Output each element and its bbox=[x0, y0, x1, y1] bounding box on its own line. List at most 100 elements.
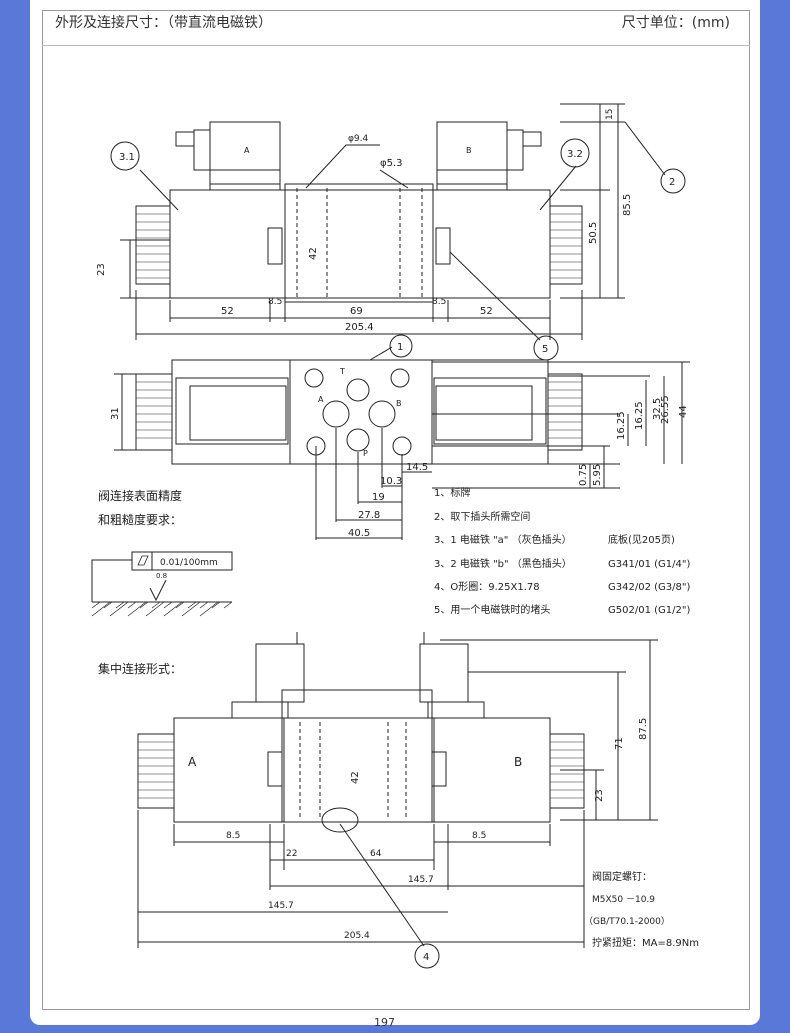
callout-4-label: 4 bbox=[423, 952, 429, 963]
page-number: 197 bbox=[374, 1016, 395, 1029]
plan-center-block bbox=[289, 359, 433, 465]
port-t-label: T bbox=[339, 367, 345, 376]
plug-b-outline bbox=[436, 121, 508, 185]
dim-64: 64 bbox=[370, 849, 382, 859]
bottom-body-outline bbox=[173, 717, 551, 823]
callout-3-2-label: 3.2 bbox=[567, 149, 583, 160]
dim-42-bottom: 42 bbox=[350, 771, 361, 784]
note-1: 1、标牌 bbox=[434, 486, 470, 499]
note-4-code: G341/01 (G1/4") bbox=[608, 559, 690, 570]
surface-spec-title-1: 阀连接表面精度 bbox=[98, 488, 182, 503]
dim-5-95: 5.95 bbox=[592, 464, 603, 486]
bolt-standard: （GB/T70.1-2000） bbox=[584, 916, 670, 927]
port-b bbox=[368, 400, 396, 428]
mount-hole bbox=[390, 368, 410, 388]
dim-32-5: 32.5 bbox=[652, 398, 663, 420]
dim-16-25-a: 16.25 bbox=[616, 411, 627, 440]
dim-52-left: 52 bbox=[221, 306, 234, 317]
note-3: 3、1 电磁铁 "a" （灰色插头） bbox=[434, 533, 572, 546]
top-view bbox=[110, 103, 686, 361]
callout-1-label: 1 bbox=[397, 342, 403, 353]
dim-16-25-b: 16.25 bbox=[634, 401, 645, 430]
left-knurl-cap bbox=[135, 205, 171, 285]
right-knurl-cap bbox=[549, 205, 583, 285]
dim-8-5-left: 8.5 bbox=[268, 297, 282, 307]
port-a-label: A bbox=[318, 395, 324, 404]
dim-145-7-right: 145.7 bbox=[408, 875, 434, 885]
dim-27-8: 27.8 bbox=[358, 510, 380, 521]
bottom-view-title: 集中连接形式： bbox=[98, 661, 182, 676]
port-b-label: B bbox=[396, 399, 402, 408]
dim-23-bottom: 23 bbox=[594, 789, 605, 802]
callout-3-2-circle bbox=[560, 138, 590, 168]
dim-52-right: 52 bbox=[480, 306, 493, 317]
dim-phi53: φ5.3 bbox=[380, 158, 403, 169]
dim-69: 69 bbox=[350, 306, 363, 317]
drawing-border bbox=[42, 10, 750, 1010]
mount-hole bbox=[392, 436, 412, 456]
mount-hole bbox=[304, 368, 324, 388]
dim-85-5: 85.5 bbox=[622, 194, 633, 216]
callout-2-label: 2 bbox=[669, 177, 675, 188]
plan-view bbox=[114, 334, 690, 540]
dim-145-7-left: 145.7 bbox=[268, 901, 294, 911]
surface-spec-title-2: 和粗糙度要求： bbox=[98, 512, 182, 527]
drawing-title: 外形及连接尺寸：（带直流电磁铁） bbox=[55, 15, 272, 31]
dim-205-4-top: 205.4 bbox=[345, 322, 374, 333]
dim-8-5-bottom-left: 8.5 bbox=[226, 831, 240, 841]
flatness-value: 0.01/100mm bbox=[160, 558, 218, 568]
bottom-view bbox=[137, 632, 658, 969]
dim-42: 42 bbox=[308, 247, 319, 260]
plug-a-screw bbox=[193, 129, 211, 171]
plug-b-letter: B bbox=[466, 146, 472, 155]
dim-8-5-bottom-right: 8.5 bbox=[472, 831, 486, 841]
dim-10-3: 10.3 bbox=[380, 476, 402, 487]
bolt-title: 阀固定螺钉： bbox=[592, 870, 652, 883]
coil-a-label: A bbox=[188, 755, 197, 769]
unit-label: 尺寸单位：(mm) bbox=[621, 15, 730, 31]
dim-23: 23 bbox=[96, 263, 107, 276]
callout-2-circle bbox=[660, 168, 686, 194]
port-p bbox=[346, 428, 370, 452]
callout-5-label: 5 bbox=[542, 344, 548, 355]
note-5: 4、O形圈：9.25X1.78 bbox=[434, 581, 540, 593]
note-4: 3、2 电磁铁 "b" （黑色插头） bbox=[434, 557, 572, 570]
dim-205-4-bottom: 205.4 bbox=[344, 931, 370, 941]
callout-4-circle bbox=[414, 943, 440, 969]
oring-port bbox=[321, 807, 359, 833]
callout-3-1-label: 3.1 bbox=[119, 152, 135, 163]
dim-26-55: 26.55 bbox=[660, 395, 671, 424]
dim-19: 19 bbox=[372, 492, 385, 503]
dim-31: 31 bbox=[110, 407, 121, 420]
plug-a-letter: A bbox=[244, 146, 250, 155]
note-3-code: 底板(见205页) bbox=[608, 533, 675, 546]
port-p-label: P bbox=[363, 449, 368, 458]
bottom-center-block bbox=[281, 689, 433, 823]
bolt-torque: 拧紧扭矩：MA=8.9Nm bbox=[592, 936, 699, 949]
header-divider bbox=[42, 45, 750, 46]
dim-15: 15 bbox=[605, 109, 615, 120]
dim-22: 22 bbox=[286, 849, 297, 859]
datasheet-page bbox=[30, 0, 760, 1025]
port-t bbox=[346, 378, 370, 402]
dim-0-75: 0.75 bbox=[578, 464, 589, 486]
note-6-code: G502/01 (G1/2") bbox=[608, 605, 690, 616]
center-block bbox=[284, 183, 434, 303]
dim-50-5: 50.5 bbox=[588, 222, 599, 244]
callout-1-circle bbox=[389, 334, 413, 358]
callout-3-1-circle bbox=[110, 141, 140, 171]
valve-body-outline bbox=[169, 189, 551, 299]
plan-body-outline bbox=[171, 359, 549, 465]
bolt-spec: M5X50 －10.9 bbox=[592, 895, 655, 905]
note-5-code: G342/02 (G3/8") bbox=[608, 582, 690, 593]
surface-spec bbox=[91, 551, 233, 617]
dim-14-5: 14.5 bbox=[406, 462, 428, 473]
dim-40-5: 40.5 bbox=[348, 528, 370, 539]
note-2: 2、取下插头所需空间 bbox=[434, 510, 530, 523]
roughness-value: 0.8 bbox=[156, 572, 167, 580]
dim-87-5: 87.5 bbox=[638, 718, 649, 740]
dim-8-5-right: 8.5 bbox=[432, 297, 446, 307]
dim-71: 71 bbox=[614, 737, 625, 750]
dim-44: 44 bbox=[678, 405, 689, 418]
